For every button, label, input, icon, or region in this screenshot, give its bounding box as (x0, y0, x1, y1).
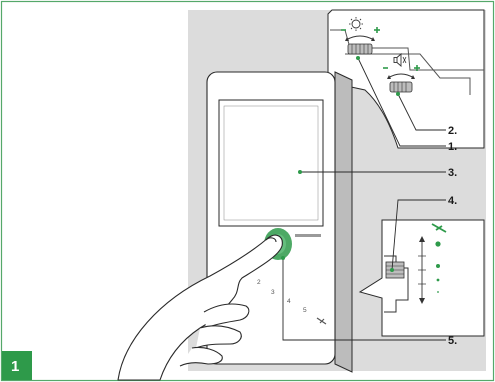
callout-label-3: 3. (448, 167, 457, 179)
figure-number-badge: 1 (2, 351, 32, 380)
callout-label-2: 2. (448, 125, 457, 137)
level-dot-large (435, 241, 440, 246)
brand-strip (295, 234, 321, 237)
level-dot-medium (436, 264, 440, 268)
level-dot-tiny (437, 291, 439, 293)
keypad-digit: 3 (271, 289, 275, 296)
keypad-digit: 4 (287, 298, 291, 305)
device-side (335, 72, 352, 372)
level-dot-small (437, 279, 440, 282)
device-screen (219, 100, 323, 226)
callout-label-1: 1. (448, 141, 457, 153)
figure-number: 1 (11, 358, 19, 375)
callout-label-4: 4. (448, 195, 457, 207)
keypad-digit: 5 (303, 307, 307, 314)
keypad-digit: 2 (257, 279, 261, 286)
callout-label-5: 5. (448, 335, 457, 347)
